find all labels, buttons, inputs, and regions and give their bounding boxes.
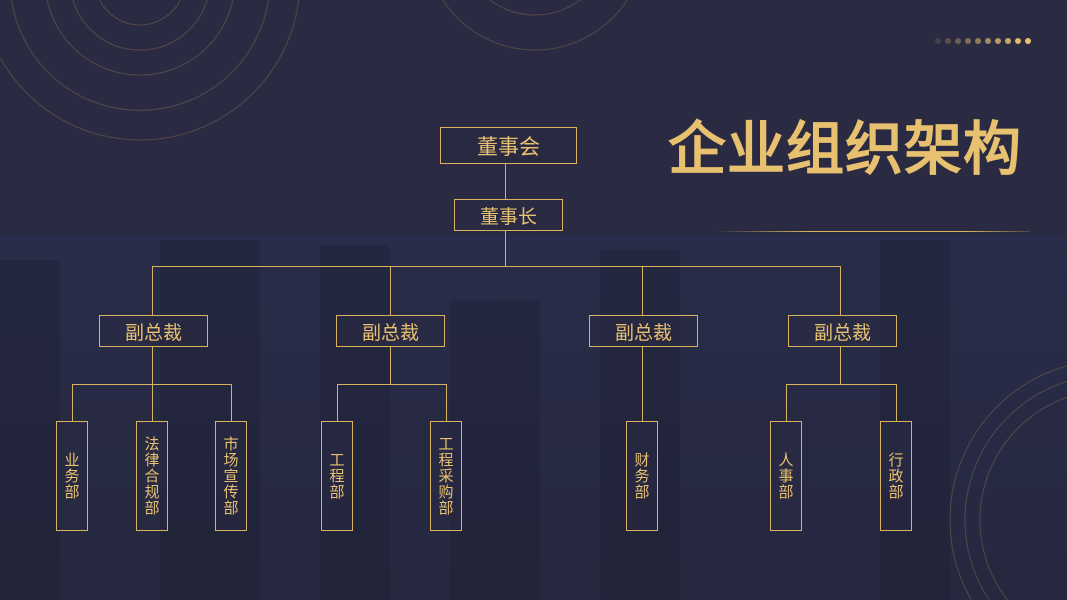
node-chairman: 董事长 bbox=[454, 199, 563, 231]
node-vp-3: 副总裁 bbox=[589, 315, 698, 347]
node-department: 财务部 bbox=[626, 421, 658, 531]
node-department: 业务部 bbox=[56, 421, 88, 531]
node-department: 工程采购部 bbox=[430, 421, 462, 531]
node-vp-1: 副总裁 bbox=[99, 315, 208, 347]
node-board: 董事会 bbox=[440, 127, 577, 164]
node-department: 工程部 bbox=[321, 421, 353, 531]
node-department: 法律合规部 bbox=[136, 421, 168, 531]
node-vp-4: 副总裁 bbox=[788, 315, 897, 347]
page-title: 企业组织架构 bbox=[668, 115, 1023, 183]
title-underline bbox=[715, 231, 1030, 232]
node-department: 人事部 bbox=[770, 421, 802, 531]
node-department: 市场宣传部 bbox=[215, 421, 247, 531]
decorative-dots bbox=[935, 38, 1031, 44]
node-department: 行政部 bbox=[880, 421, 912, 531]
city-skyline-background bbox=[0, 235, 1067, 600]
node-vp-2: 副总裁 bbox=[336, 315, 445, 347]
